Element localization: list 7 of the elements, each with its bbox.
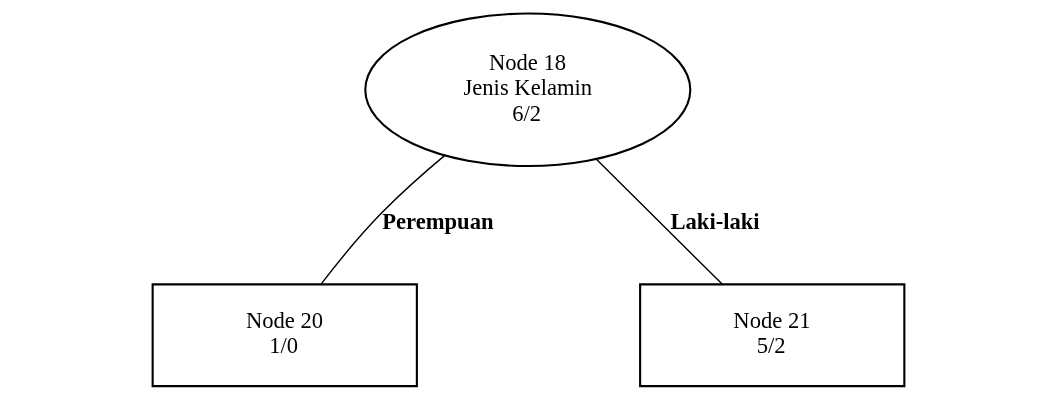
node-box: Node 21 5/2: [638, 283, 905, 388]
connector: [319, 154, 445, 285]
edge-label: Perempuan: [381, 209, 494, 235]
node-box: Node 20 1/0: [151, 283, 418, 388]
connector: [594, 158, 723, 286]
node-ellipse: Node 18 Jenis Kelamin 6/2: [363, 12, 691, 168]
edge-label: Laki-laki: [670, 209, 760, 235]
